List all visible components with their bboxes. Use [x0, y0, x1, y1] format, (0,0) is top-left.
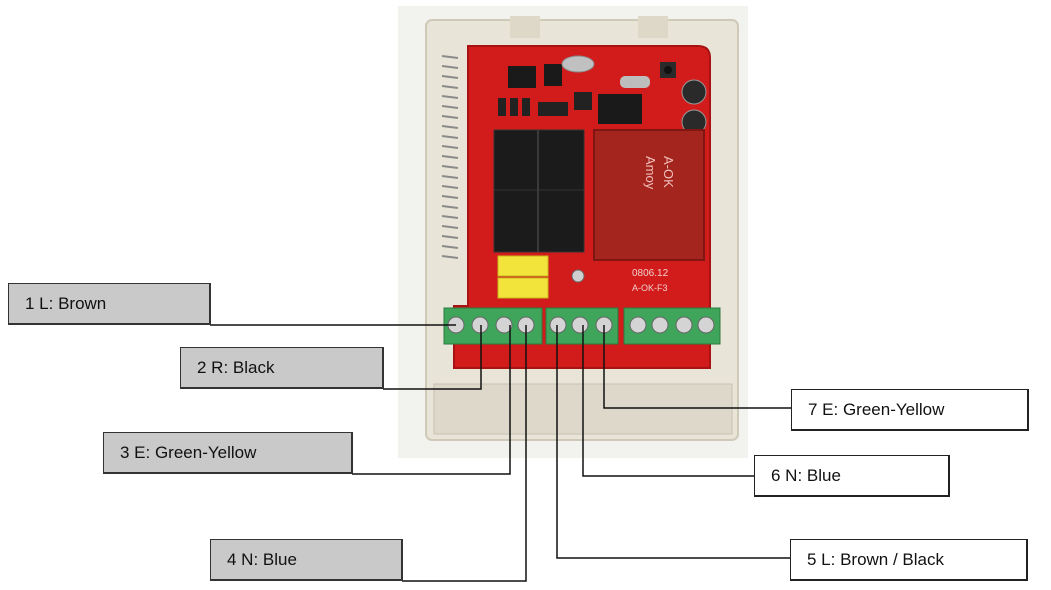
callout-text: 3 E: Green-Yellow [120, 442, 257, 462]
callout-3-e-green-yellow: 3 E: Green-Yellow [103, 432, 353, 474]
callout-text: 5 L: Brown / Black [807, 549, 945, 569]
leader-line-2 [383, 325, 482, 390]
svg-text:A-OK-F3: A-OK-F3 [632, 283, 668, 293]
terminal-block-right [623, 307, 721, 345]
leader-line-5 [556, 325, 791, 559]
svg-text:A-OK: A-OK [661, 156, 676, 188]
antenna-coil [441, 55, 459, 259]
callout-2-r-black: 2 R: Black [180, 347, 384, 389]
svg-text:0806.12: 0806.12 [632, 268, 669, 279]
leader-line-6 [582, 325, 755, 477]
callout-7-e-green-yellow: 7 E: Green-Yellow [791, 389, 1029, 431]
callout-5-l-brown-black: 5 L: Brown / Black [790, 539, 1028, 581]
leader-line-4 [402, 325, 527, 582]
callout-6-n-blue: 6 N: Blue [754, 455, 950, 497]
leader-line-3 [352, 325, 511, 475]
callout-4-n-blue: 4 N: Blue [210, 539, 403, 581]
callout-text: 7 E: Green-Yellow [808, 399, 945, 419]
callout-text: 4 N: Blue [227, 549, 297, 569]
leader-line-7 [603, 325, 792, 409]
svg-text:Amoy: Amoy [643, 156, 658, 190]
terminal-block-middle [545, 307, 619, 345]
transformer [593, 129, 705, 261]
controller-board-photo: A-OK Amoy 0806.12 A-OK-F3 [398, 6, 748, 458]
callout-text: 1 L: Brown [25, 293, 107, 313]
callout-text: 2 R: Black [197, 357, 275, 377]
callout-text: 6 N: Blue [771, 465, 841, 485]
callout-1-l-brown: 1 L: Brown [8, 283, 211, 325]
